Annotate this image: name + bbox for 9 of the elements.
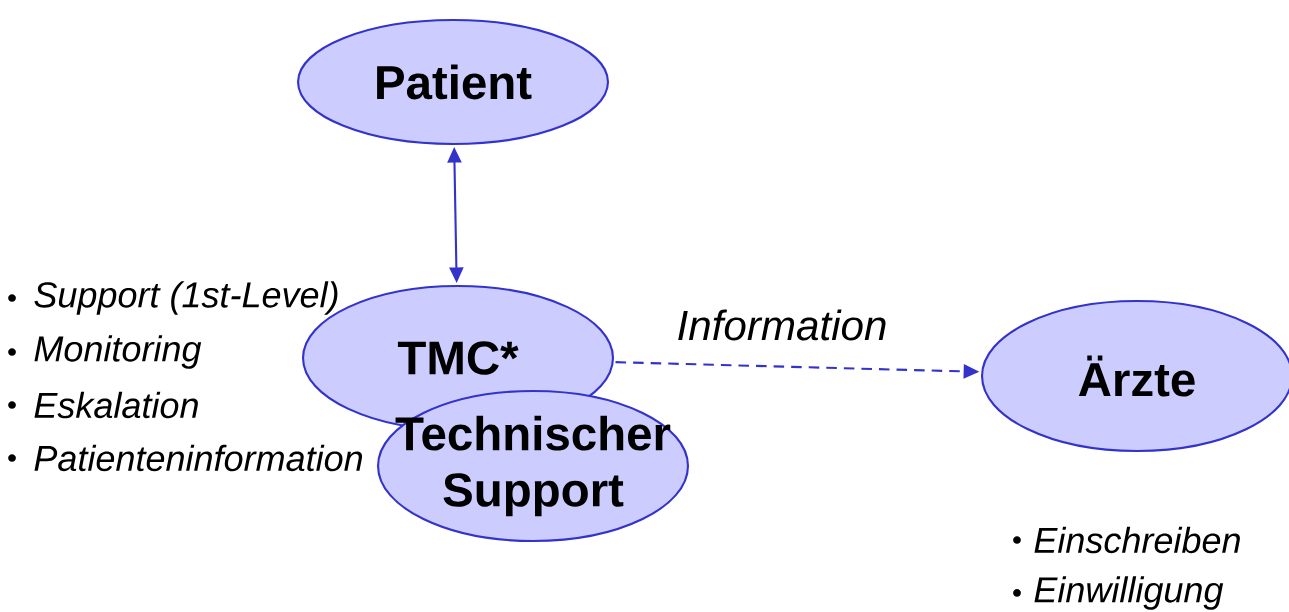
- list-item: Einschreiben: [1034, 526, 1240, 554]
- ellipse-node: Technischer Support: [377, 389, 690, 543]
- list-item: Eskalation: [34, 391, 198, 419]
- edge-label: Information: [678, 309, 886, 341]
- list-item: Patienteninformation: [34, 444, 363, 472]
- ellipse-node: Ärzte: [980, 299, 1289, 453]
- ellipse-node: Patient: [297, 18, 610, 146]
- list-item: Monitoring: [34, 335, 202, 369]
- list-item: Einwilligung: [1034, 576, 1224, 610]
